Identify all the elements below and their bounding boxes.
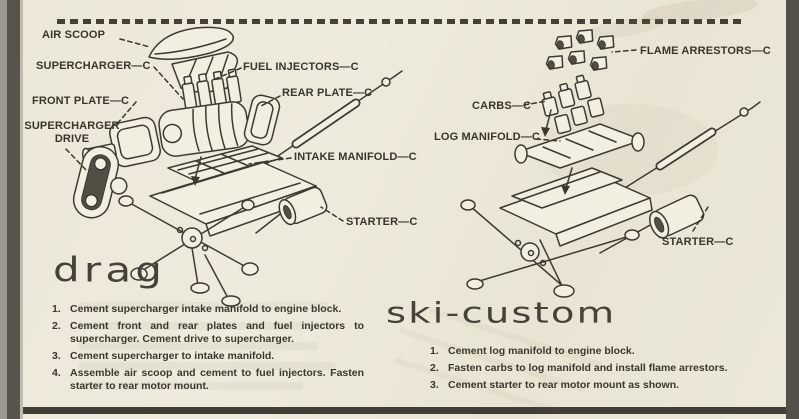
step-text: Assemble air scoop and cement to fuel in… xyxy=(70,367,364,392)
label-supercharger: SUPERCHARGER—C xyxy=(36,60,151,72)
step-number: 4. xyxy=(52,367,61,379)
step-text: Fasten carbs to log manifold and install… xyxy=(448,362,728,374)
section-title-ski-custom: ski-custom xyxy=(386,297,617,330)
label-rear-plate: REAR PLATE—C xyxy=(282,87,373,99)
instruction-step: 3. Cement starter to rear motor mount as… xyxy=(430,379,782,392)
bottom-rule xyxy=(23,407,786,414)
instruction-step: 3. Cement supercharger to intake manifol… xyxy=(52,350,364,363)
scan-edge-left-shadow xyxy=(20,0,23,419)
ski-custom-instructions: 1. Cement log manifold to engine block. … xyxy=(430,345,782,396)
label-starter-drag: STARTER—C xyxy=(346,216,418,228)
step-text: Cement log manifold to engine block. xyxy=(448,345,635,357)
scan-edge-left-outer xyxy=(0,0,7,419)
label-intake-manifold: INTAKE MANIFOLD—C xyxy=(294,151,417,163)
instruction-step: 2. Cement front and rear plates and fuel… xyxy=(52,320,364,346)
instruction-step: 2. Fasten carbs to log manifold and inst… xyxy=(430,362,782,375)
step-number: 2. xyxy=(52,320,61,332)
step-text: Cement supercharger to intake manifold. xyxy=(70,350,275,362)
step-number: 3. xyxy=(52,350,61,362)
label-fuel-injectors: FUEL INJECTORS—C xyxy=(243,61,359,73)
label-log-manifold: LOG MANIFOLD—C xyxy=(434,131,540,143)
step-number: 1. xyxy=(52,303,61,315)
scan-edge-left xyxy=(7,0,20,419)
drag-instructions: 1. Cement supercharger intake manifold t… xyxy=(52,303,364,397)
carbs-parts xyxy=(541,74,605,135)
step-number: 1. xyxy=(430,345,439,357)
drag-label-leaders xyxy=(65,38,344,222)
drag-engine-drawing xyxy=(72,26,403,307)
instruction-step: 1. Cement log manifold to engine block. xyxy=(430,345,782,358)
label-flame-arrestors: FLAME ARRESTORS—C xyxy=(640,45,771,57)
step-text: Cement front and rear plates and fuel in… xyxy=(70,320,364,345)
step-text: Cement starter to rear motor mount as sh… xyxy=(448,379,680,391)
section-title-drag: drag xyxy=(53,251,167,291)
label-carbs: CARBS—C xyxy=(472,100,532,112)
step-number: 3. xyxy=(430,379,439,391)
instruction-step: 4. Assemble air scoop and cement to fuel… xyxy=(52,367,364,393)
showthrough-ghosts xyxy=(78,0,758,415)
flame-arrestors-parts xyxy=(545,29,615,71)
label-air-scoop: AIR SCOOP xyxy=(42,29,106,41)
label-supercharger-drive: SUPERCHARGER DRIVE xyxy=(24,120,120,145)
step-number: 2. xyxy=(430,362,439,374)
scan-edge-right xyxy=(786,0,799,419)
label-front-plate: FRONT PLATE—C xyxy=(32,95,130,107)
top-dashed-fold-line xyxy=(57,19,742,24)
ski-custom-engine-drawing xyxy=(460,29,761,298)
ski-custom-label-leaders xyxy=(523,49,709,232)
instruction-step: 1. Cement supercharger intake manifold t… xyxy=(52,303,364,316)
label-starter-ski: STARTER—C xyxy=(662,236,734,248)
step-text: Cement supercharger intake manifold to e… xyxy=(70,303,342,315)
